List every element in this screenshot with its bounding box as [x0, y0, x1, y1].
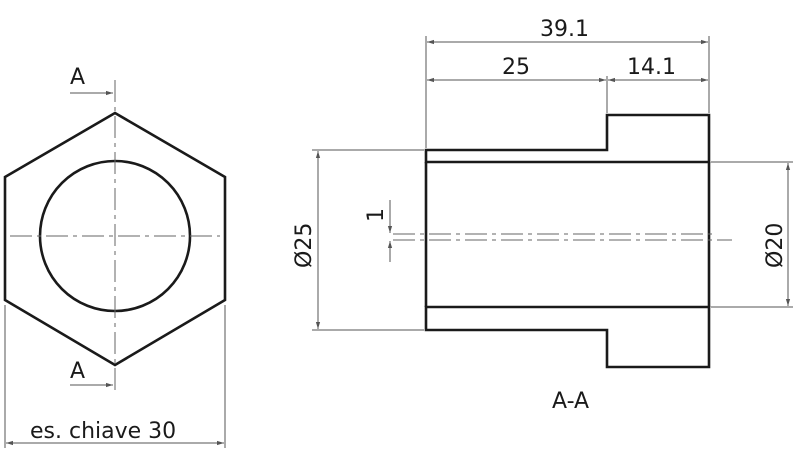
dimension-eccentricity: 1 — [364, 200, 393, 262]
dim-right-length: 14.1 — [627, 55, 676, 80]
section-label-top: A — [70, 65, 85, 90]
section-marker-bottom: A — [70, 359, 113, 388]
dim-outer-diameter: Ø25 — [292, 223, 317, 268]
dimension-total-length: 39.1 — [425, 17, 710, 148]
dimension-inner-diameter: Ø20 — [711, 161, 793, 308]
dim-inner-diameter: Ø20 — [763, 223, 788, 268]
front-view-hexagon — [3, 80, 227, 395]
section-label-bottom: A — [70, 359, 85, 384]
wrench-size-dimension: es. chiave 30 — [4, 305, 226, 448]
dimension-left-length: 25 — [427, 55, 608, 113]
section-view-title: A-A — [552, 389, 589, 414]
dimension-outer-diameter: Ø25 — [292, 149, 424, 331]
dim-total-length: 39.1 — [540, 17, 589, 42]
section-view-body — [393, 113, 732, 369]
dim-left-length: 25 — [502, 55, 530, 80]
section-marker-top: A — [70, 65, 113, 96]
dimension-right-length: 14.1 — [608, 55, 708, 83]
wrench-size-label: es. chiave 30 — [30, 419, 176, 444]
dim-eccentricity: 1 — [364, 208, 389, 222]
